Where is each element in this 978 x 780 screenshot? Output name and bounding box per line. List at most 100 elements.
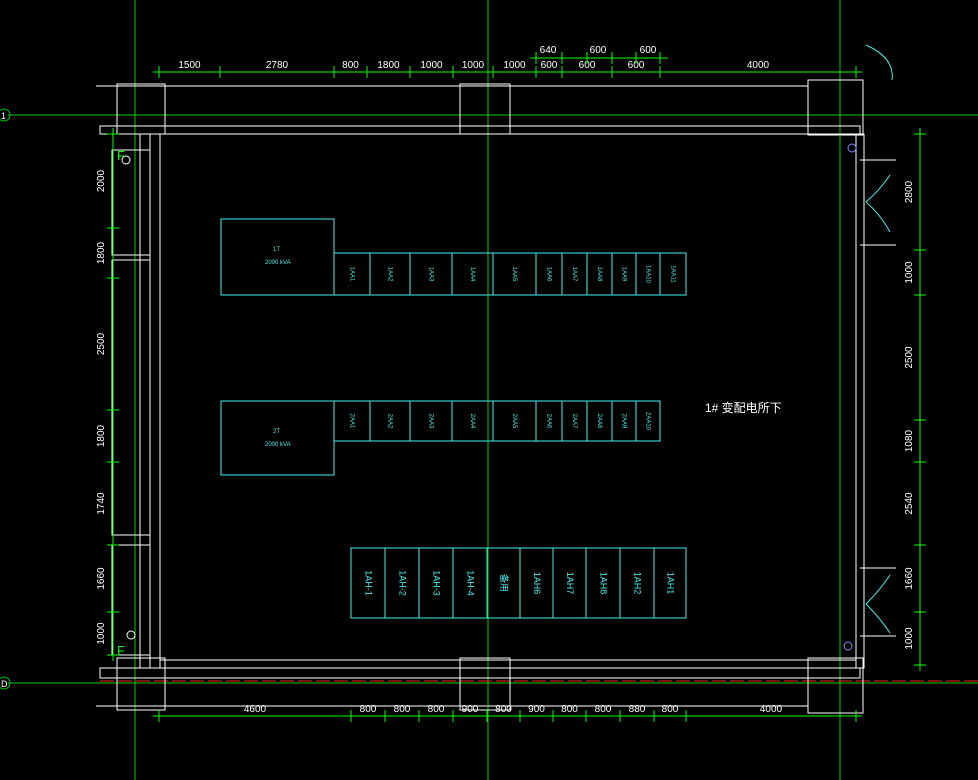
switchgear-panel[interactable]: 1AH8 — [585, 547, 621, 619]
panel-label: 1AA5 — [511, 267, 517, 282]
switchgear-panel[interactable]: 1AA10 — [635, 252, 661, 296]
dimension-label: 800 — [662, 704, 679, 715]
panel-label: 1AA7 — [571, 267, 577, 282]
switchgear-panel[interactable]: 1AA9 — [611, 252, 637, 296]
panel-label: 1AA10 — [644, 265, 650, 284]
transformer-name: 2T — [273, 429, 280, 435]
panel-label: 1AA11 — [669, 265, 675, 283]
dimension-label: 800 — [428, 704, 445, 715]
panel-label: 2AA1 — [348, 414, 354, 429]
switchgear-panel[interactable]: 2AA3 — [409, 400, 453, 442]
switchgear-panel[interactable]: 1AA1 — [333, 252, 371, 296]
panel-label: 1AA3 — [427, 267, 433, 282]
switchgear-panel[interactable]: 2AA8 — [586, 400, 613, 442]
switchgear-panel[interactable]: 1AH-2 — [384, 547, 420, 619]
switchgear-panel[interactable]: 1AA6 — [535, 252, 563, 296]
dimension-label: 800 — [561, 704, 578, 715]
dimension-label: 1000 — [420, 60, 443, 71]
panel-label: 2AA9 — [620, 414, 626, 429]
switchgear-panel[interactable]: 2AA4 — [451, 400, 494, 442]
switchgear-panel[interactable]: 1AH-1 — [350, 547, 386, 619]
dimension-label: 880 — [629, 704, 646, 715]
panel-label: 2AA8 — [596, 414, 602, 429]
switchgear-panel[interactable]: 1AH7 — [552, 547, 587, 619]
panel-label: 1AA6 — [545, 267, 551, 282]
panel-label: 1AH7 — [565, 572, 575, 595]
switchgear-panel[interactable]: 1AH2 — [619, 547, 655, 619]
transformer-1t[interactable]: 1T 2000 kVA — [220, 218, 335, 296]
panel-label: 1AA4 — [469, 267, 475, 282]
switchgear-panel[interactable]: 1AH6 — [519, 547, 554, 619]
dimension-label: 600 — [590, 45, 607, 56]
dimension-label: 1660 — [96, 567, 107, 590]
dimension-label: 1740 — [96, 492, 107, 515]
switchgear-panel[interactable]: 1AH-3 — [418, 547, 454, 619]
panel-label: 2AA6 — [545, 414, 551, 429]
dimension-label: 4000 — [747, 60, 770, 71]
dimension-label: 1660 — [904, 567, 915, 590]
pipe-icon — [843, 641, 853, 651]
dimension-label: 800 — [495, 704, 512, 715]
switchgear-panel[interactable]: 2AA2 — [369, 400, 411, 442]
pipe-icon — [121, 155, 131, 165]
panel-label: 1AH-4 — [466, 570, 476, 596]
dimension-label: 4600 — [244, 704, 267, 715]
dimension-label: 1800 — [96, 241, 107, 264]
axis-grid — [8, 0, 978, 780]
dimension-label: 1080 — [904, 429, 915, 452]
dimension-label: 800 — [342, 60, 359, 71]
transformer-rating: 2000 kVA — [265, 260, 291, 266]
switchgear-panel[interactable]: 1AA8 — [586, 252, 613, 296]
dimension-label: 2000 — [96, 169, 107, 192]
dimension-label: 1000 — [904, 627, 915, 650]
switchgear-panel[interactable]: 2AA6 — [535, 400, 563, 442]
switchgear-panel[interactable]: 1AA7 — [561, 252, 588, 296]
switchgear-panel[interactable]: 1AA3 — [409, 252, 453, 296]
switchgear-panel[interactable]: 1AA4 — [451, 252, 494, 296]
panel-label: 1AH6 — [532, 572, 542, 595]
switchgear-panel[interactable]: 1AH-4 — [452, 547, 488, 619]
panel-label: 1AH-1 — [364, 570, 374, 596]
axis-bubble-top: 1 — [0, 108, 11, 122]
walls — [96, 79, 896, 714]
dimension-label: 800 — [360, 704, 377, 715]
switchgear-panel[interactable]: 2AA1 — [333, 400, 371, 442]
switchgear-panel[interactable]: 2AA9 — [611, 400, 637, 442]
transformer-name: 1T — [273, 247, 280, 253]
dimension-label: 1500 — [178, 60, 201, 71]
dimension-label: 2500 — [96, 332, 107, 355]
panel-label: 1AH-3 — [432, 570, 442, 596]
switchgear-row-3: 1AH-1 1AH-2 1AH-3 1AH-4 备用 1AH6 1AH7 1AH8 1AH2 1A… — [350, 547, 687, 619]
panel-label: 备用 — [499, 574, 510, 592]
panel-label: 1AH2 — [633, 572, 643, 595]
switchgear-panel[interactable]: 备用 — [486, 547, 521, 619]
dimension-label: 600 — [628, 60, 645, 71]
dimension-label: 900 — [462, 704, 479, 715]
switchgear-panel[interactable]: 2AA5 — [492, 400, 537, 442]
panel-label: 1AH1 — [666, 572, 676, 595]
switchgear-panel[interactable]: 1AA2 — [369, 252, 411, 296]
panel-label: 2AA4 — [469, 414, 475, 429]
dimension-label: 1000 — [503, 60, 526, 71]
panel-label: 2AA7 — [571, 414, 577, 429]
transformer-2t[interactable]: 2T 2000 kVA — [220, 400, 335, 476]
switchgear-panel[interactable]: 2AA7 — [561, 400, 588, 442]
dimension-label: 1800 — [377, 60, 400, 71]
dimension-label: 1800 — [96, 424, 107, 447]
panel-label: 2AA2 — [386, 414, 392, 429]
pipe-icon — [126, 630, 136, 640]
switchgear-panel[interactable]: 1AA5 — [492, 252, 537, 296]
panel-label: 1AA2 — [386, 267, 392, 282]
switchgear-panel[interactable]: 2AA10 — [635, 400, 661, 442]
dimension-label: 900 — [528, 704, 545, 715]
pipe-icon — [847, 143, 857, 153]
switchgear-panel[interactable]: 1AH1 — [653, 547, 687, 619]
switchgear-panel[interactable]: 1AA11 — [659, 252, 687, 296]
dimension-label: 2500 — [904, 346, 915, 369]
svg-text:D: D — [1, 679, 8, 689]
dimension-label: 2800 — [904, 180, 915, 203]
dimension-label: 2780 — [266, 60, 289, 71]
